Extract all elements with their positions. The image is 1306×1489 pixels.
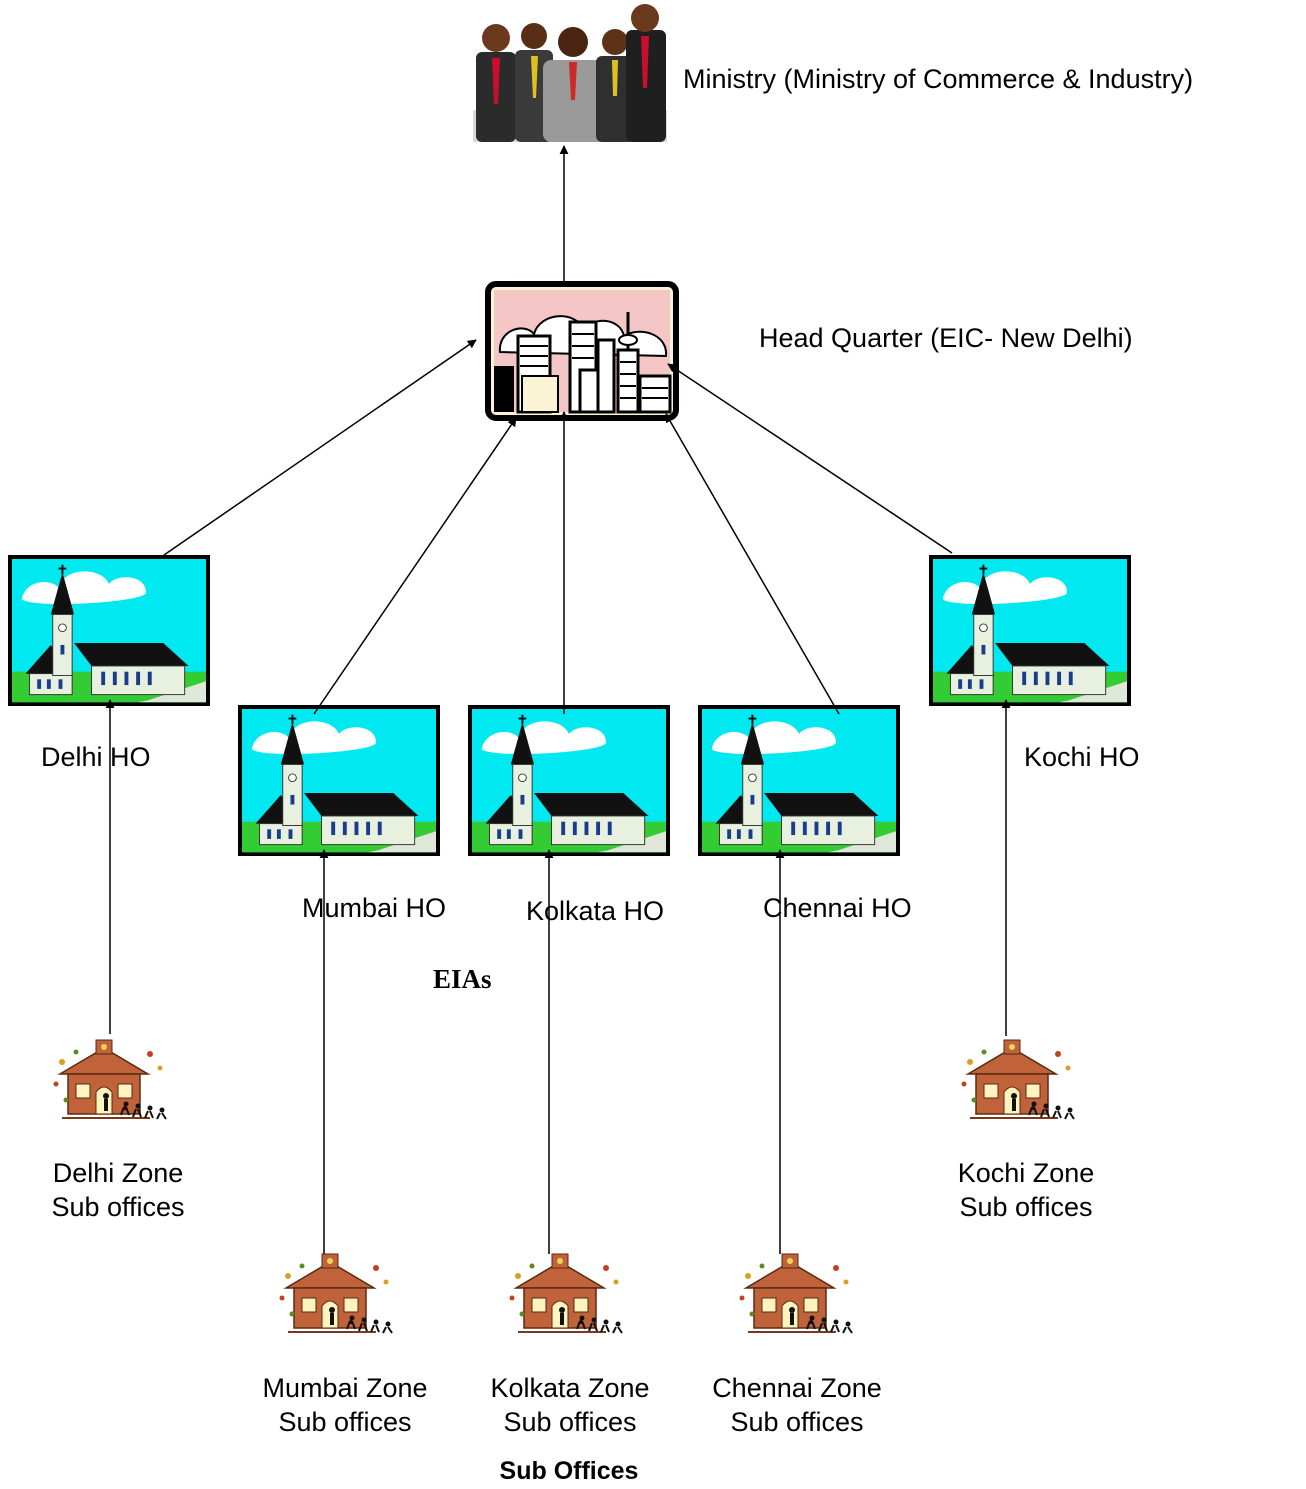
connector-mumbai-ho-to-hq (313, 417, 517, 715)
church-icon (698, 705, 900, 856)
church-icon (238, 705, 440, 856)
headquarter-label: Head Quarter (EIC- New Delhi) (759, 323, 1133, 353)
zone-label-line1: Kochi Zone (957, 1158, 1095, 1188)
zone-label-line1: Mumbai Zone (262, 1373, 428, 1403)
connector-delhi-ho-to-hq (163, 339, 477, 556)
church-icon (8, 555, 210, 706)
connector-chennai-ho-to-hq (665, 413, 840, 715)
eias-label: EIAs (433, 964, 492, 994)
ho-label-mumbai: Mumbai HO (302, 893, 447, 923)
zone-label-line1: Chennai Zone (712, 1373, 882, 1403)
schoolhouse-icon (278, 1253, 393, 1334)
zone-label-mumbai: Mumbai Zone Sub offices (262, 1371, 427, 1439)
zone-label-line1: Kolkata Zone (490, 1373, 650, 1403)
connector-kochi-ho-to-hq (667, 363, 953, 554)
ho-label-kolkata: Kolkata HO (526, 896, 665, 926)
zone-label-kolkata: Kolkata Zone Sub offices (490, 1371, 649, 1439)
ho-label-chennai: Chennai HO (763, 893, 912, 923)
zone-label-chennai: Chennai Zone Sub offices (712, 1371, 882, 1439)
connectors (105, 145, 1011, 1254)
schoolhouse-icon (508, 1253, 623, 1334)
sub-offices-heading: Sub Offices (499, 1457, 639, 1485)
church-icon (929, 555, 1131, 706)
ho-label-kochi: Kochi HO (1024, 742, 1140, 772)
business-people-icon (473, 4, 667, 142)
schoolhouse-icon (960, 1039, 1075, 1120)
zone-label-line2: Sub offices (503, 1407, 637, 1437)
schoolhouse-icon (738, 1253, 853, 1334)
city-skyline-icon (485, 281, 679, 421)
ho-label-delhi: Delhi HO (41, 742, 151, 772)
zone-label-line1: Delhi Zone (52, 1158, 184, 1188)
zone-label-line2: Sub offices (51, 1192, 185, 1222)
zone-label-kochi: Kochi Zone Sub offices (958, 1156, 1095, 1224)
zone-label-delhi: Delhi Zone Sub offices (51, 1156, 184, 1224)
schoolhouse-icon (52, 1039, 167, 1120)
zone-label-line2: Sub offices (278, 1407, 412, 1437)
church-icon (468, 705, 670, 856)
ministry-label: Ministry (Ministry of Commerce & Industr… (683, 64, 1194, 94)
zone-label-line2: Sub offices (959, 1192, 1093, 1222)
zone-label-line2: Sub offices (730, 1407, 864, 1437)
